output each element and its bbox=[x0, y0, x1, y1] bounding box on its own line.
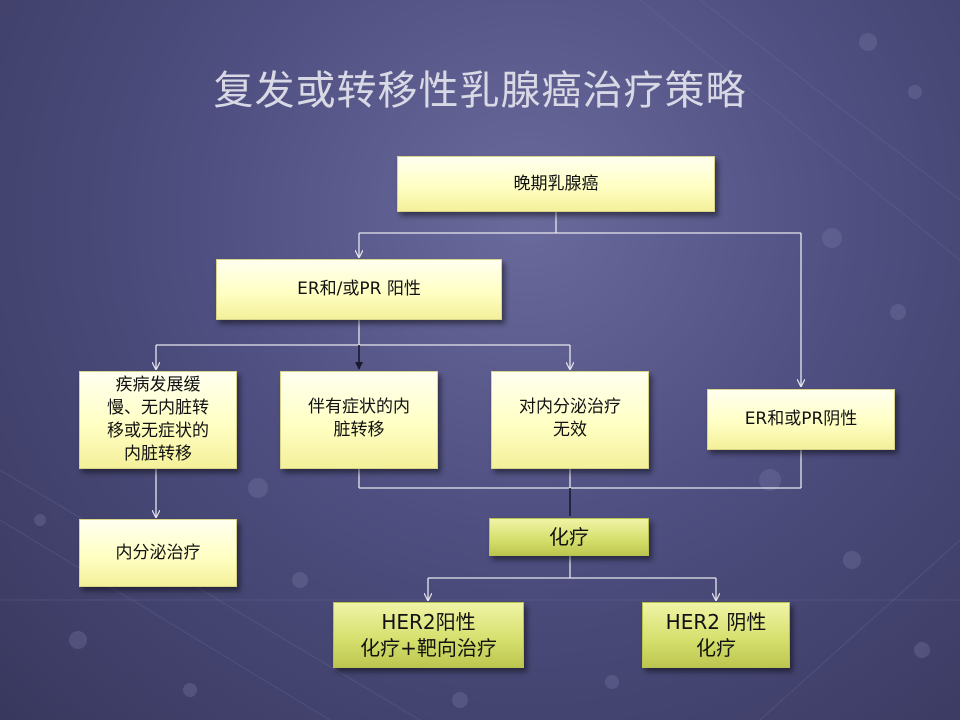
node-endocrine-therapy: 内分泌治疗 bbox=[79, 519, 237, 587]
node-advanced-breast-cancer: 晚期乳腺癌 bbox=[397, 156, 715, 212]
node-chemotherapy: 化疗 bbox=[489, 518, 649, 556]
node-er-pr-negative: ER和或PR阴性 bbox=[707, 389, 895, 450]
node-symptomatic-visceral-metastasis: 伴有症状的内 脏转移 bbox=[280, 371, 438, 469]
slide-title: 复发或转移性乳腺癌治疗策略 bbox=[213, 68, 747, 114]
node-slow-progression: 疾病发展缓 慢、无内脏转 移或无症状的 内脏转移 bbox=[79, 371, 237, 469]
node-her2-negative: HER2 阴性 化疗 bbox=[642, 602, 790, 668]
node-er-pr-positive: ER和/或PR 阳性 bbox=[216, 259, 502, 320]
node-endocrine-ineffective: 对内分泌治疗 无效 bbox=[491, 371, 649, 469]
node-her2-positive: HER2阳性 化疗+靶向治疗 bbox=[333, 602, 524, 668]
